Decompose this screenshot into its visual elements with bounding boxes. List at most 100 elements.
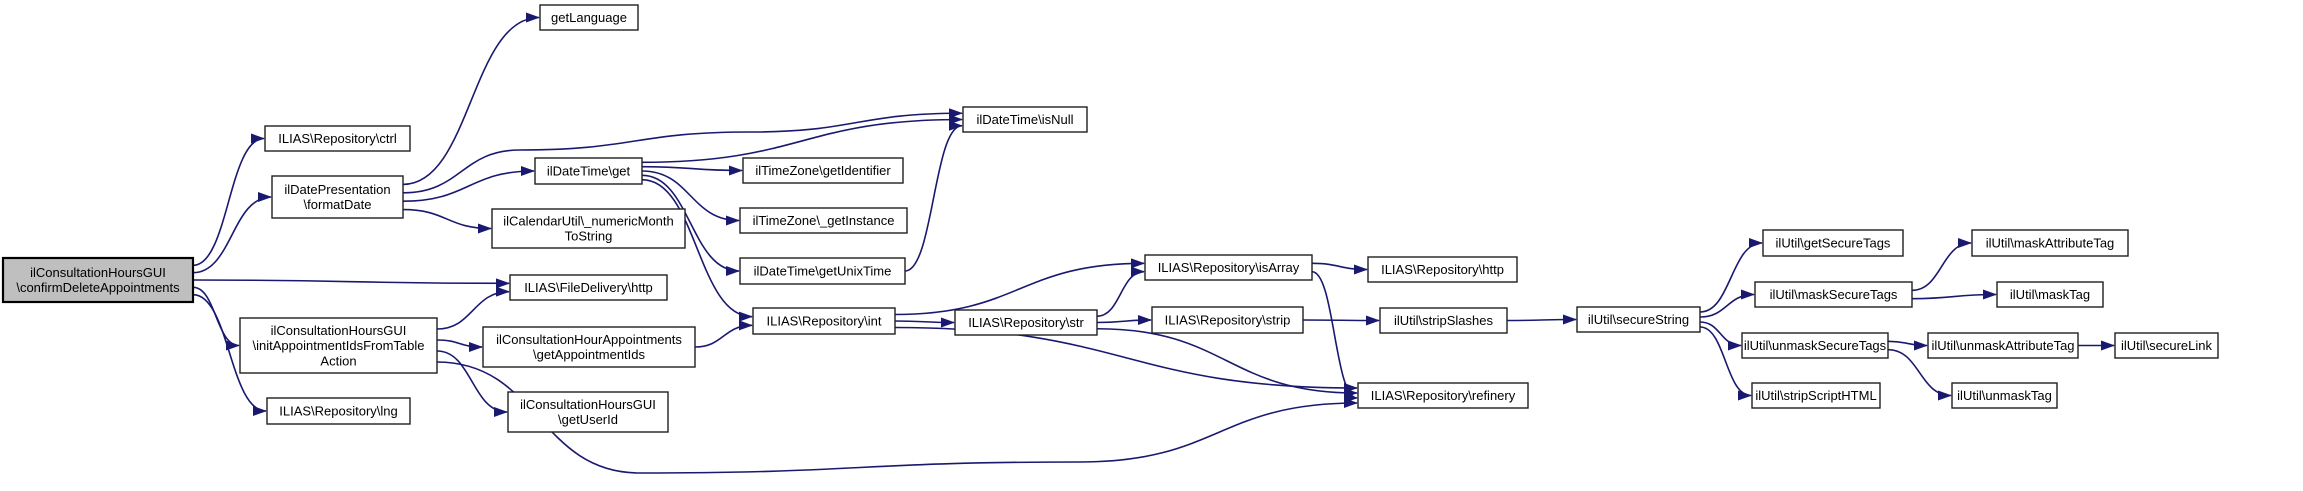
- node-box-stripSlashes[interactable]: [1379, 307, 1508, 334]
- node-box-getInstance[interactable]: [739, 207, 908, 234]
- node-box-getSecureTags[interactable]: [1762, 229, 1904, 257]
- node-ilDateTimeGet[interactable]: ilDateTime\get: [534, 157, 643, 185]
- node-box-isArray[interactable]: [1144, 254, 1313, 281]
- node-box-ilDateTimeGet[interactable]: [534, 157, 643, 185]
- edge-confirmDeleteAppointments-to-formatDate: [192, 192, 272, 274]
- edge-confirmDeleteAppointments-to-lng: [192, 293, 267, 416]
- node-label-unmaskSecureTags: ilUtil\unmaskSecureTags: [1744, 338, 1887, 353]
- edge-formatDate-to-numericMonthToString: [402, 208, 492, 234]
- node-box-unmaskSecureTags[interactable]: [1741, 332, 1889, 359]
- edge-stripSlashes-to-secureString: [1506, 314, 1577, 325]
- node-secureString[interactable]: ilUtil\secureString: [1576, 306, 1701, 333]
- edge-formatDate-to-getLanguage: [402, 12, 540, 186]
- node-unmaskAttributeTag[interactable]: ilUtil\unmaskAttributeTag: [1927, 332, 2079, 359]
- node-getLanguage[interactable]: getLanguage: [539, 4, 639, 31]
- node-maskTag[interactable]: ilUtil\maskTag: [1996, 281, 2104, 308]
- edge-secureString-to-unmaskSecureTags: [1699, 321, 1742, 351]
- node-label-formatDate: ilDatePresentation\formatDate: [284, 182, 390, 212]
- node-isNull[interactable]: ilDateTime\isNull: [962, 106, 1088, 133]
- node-repoStr[interactable]: ILIAS\Repository\str: [954, 309, 1098, 336]
- node-box-getLanguage[interactable]: [539, 4, 639, 31]
- node-box-repoStr[interactable]: [954, 309, 1098, 336]
- edge-ilDateTimeGet-to-getInstance: [641, 170, 740, 226]
- node-confirmDeleteAppointments[interactable]: ilConsultationHoursGUI\confirmDeleteAppo…: [1, 256, 195, 304]
- edge-repoInt-to-repoStr: [894, 317, 955, 328]
- node-box-maskSecureTags[interactable]: [1754, 281, 1913, 308]
- node-isArray[interactable]: ILIAS\Repository\isArray: [1144, 254, 1313, 281]
- node-box-getUnixTime[interactable]: [739, 257, 906, 285]
- node-strip[interactable]: ILIAS\Repository\strip: [1151, 306, 1304, 334]
- node-box-confirmDeleteAppointments[interactable]: [1, 256, 195, 304]
- node-refinery[interactable]: ILIAS\Repository\refinery: [1357, 382, 1529, 409]
- node-box-stripScriptHTML[interactable]: [1751, 382, 1881, 409]
- node-getSecureTags[interactable]: ilUtil\getSecureTags: [1762, 229, 1904, 257]
- node-repoHttp[interactable]: ILIAS\Repository\http: [1367, 256, 1518, 283]
- node-box-maskTag[interactable]: [1996, 281, 2104, 308]
- node-label-getLanguage: getLanguage: [551, 10, 627, 25]
- node-maskAttributeTag[interactable]: ilUtil\maskAttributeTag: [1971, 229, 2129, 257]
- node-ctrl[interactable]: ILIAS\Repository\ctrl: [264, 125, 411, 152]
- node-box-isNull[interactable]: [962, 106, 1088, 133]
- node-fileDeliveryHttp[interactable]: ILIAS\FileDelivery\http: [509, 274, 668, 301]
- node-stripSlashes[interactable]: ilUtil\stripSlashes: [1379, 307, 1508, 334]
- edge-maskSecureTags-to-maskTag: [1911, 289, 1997, 300]
- node-getIdentifier[interactable]: ilTimeZone\getIdentifier: [742, 157, 904, 184]
- node-unmaskSecureTags[interactable]: ilUtil\unmaskSecureTags: [1741, 332, 1889, 359]
- edge-getUnixTime-to-isNull: [904, 120, 963, 272]
- node-repoInt[interactable]: ILIAS\Repository\int: [752, 307, 896, 335]
- edge-ilDateTimeGet-to-getUnixTime: [641, 174, 740, 276]
- node-label-stripSlashes: ilUtil\stripSlashes: [1394, 313, 1493, 328]
- edge-getAppointmentIds-to-repoInt: [694, 320, 753, 348]
- node-formatDate[interactable]: ilDatePresentation\formatDate: [271, 175, 404, 219]
- node-box-secureLink[interactable]: [2114, 332, 2219, 359]
- node-stripScriptHTML[interactable]: ilUtil\stripScriptHTML: [1751, 382, 1881, 409]
- node-label-isArray: ILIAS\Repository\isArray: [1158, 260, 1300, 275]
- edge-isArray-to-repoHttp: [1311, 262, 1368, 275]
- node-getUserId[interactable]: ilConsultationHoursGUI\getUserId: [507, 391, 669, 433]
- node-label-stripScriptHTML: ilUtil\stripScriptHTML: [1755, 388, 1876, 403]
- edge-formatDate-to-ilDateTimeGet: [402, 166, 535, 202]
- node-getAppointmentIds[interactable]: ilConsultationHourAppointments\getAppoin…: [482, 326, 696, 368]
- node-getInstance[interactable]: ilTimeZone\_getInstance: [739, 207, 908, 234]
- edge-repoInt-to-isArray: [894, 258, 1145, 316]
- edge-initAppointmentIds-to-getUserId: [436, 350, 508, 417]
- edge-confirmDeleteAppointments-to-ctrl: [192, 133, 265, 267]
- node-box-initAppointmentIds[interactable]: [239, 317, 438, 374]
- node-box-secureString[interactable]: [1576, 306, 1701, 333]
- node-box-formatDate[interactable]: [271, 175, 404, 219]
- node-label-repoInt: ILIAS\Repository\int: [767, 314, 882, 329]
- node-box-fileDeliveryHttp[interactable]: [509, 274, 668, 301]
- edge-initAppointmentIds-to-getAppointmentIds: [436, 339, 483, 352]
- node-box-unmaskTag[interactable]: [1951, 382, 2058, 409]
- node-box-getAppointmentIds[interactable]: [482, 326, 696, 368]
- node-box-numericMonthToString[interactable]: [491, 208, 686, 249]
- node-box-ctrl[interactable]: [264, 125, 411, 152]
- node-box-repoHttp[interactable]: [1367, 256, 1518, 283]
- node-unmaskTag[interactable]: ilUtil\unmaskTag: [1951, 382, 2058, 409]
- node-getUnixTime[interactable]: ilDateTime\getUnixTime: [739, 257, 906, 285]
- node-box-refinery[interactable]: [1357, 382, 1529, 409]
- node-label-getSecureTags: ilUtil\getSecureTags: [1776, 236, 1891, 251]
- node-label-getUnixTime: ilDateTime\getUnixTime: [754, 264, 892, 279]
- edge-repoStr-to-isArray: [1096, 266, 1145, 318]
- node-box-getUserId[interactable]: [507, 391, 669, 433]
- node-label-getIdentifier: ilTimeZone\getIdentifier: [755, 163, 891, 178]
- edge-ilDateTimeGet-to-isNull: [641, 114, 963, 164]
- edge-strip-to-stripSlashes: [1302, 315, 1380, 326]
- node-box-repoInt[interactable]: [752, 307, 896, 335]
- node-label-getAppointmentIds: ilConsultationHourAppointments\getAppoin…: [496, 332, 682, 362]
- node-label-getInstance: ilTimeZone\_getInstance: [753, 213, 895, 228]
- node-lng[interactable]: ILIAS\Repository\lng: [266, 397, 411, 425]
- node-box-maskAttributeTag[interactable]: [1971, 229, 2129, 257]
- node-box-lng[interactable]: [266, 397, 411, 425]
- node-box-strip[interactable]: [1151, 306, 1304, 334]
- node-initAppointmentIds[interactable]: ilConsultationHoursGUI\initAppointmentId…: [239, 317, 438, 374]
- node-maskSecureTags[interactable]: ilUtil\maskSecureTags: [1754, 281, 1913, 308]
- node-box-unmaskAttributeTag[interactable]: [1927, 332, 2079, 359]
- node-box-getIdentifier[interactable]: [742, 157, 904, 184]
- edge-ilDateTimeGet-to-repoInt: [641, 178, 753, 322]
- node-secureLink[interactable]: ilUtil\secureLink: [2114, 332, 2219, 359]
